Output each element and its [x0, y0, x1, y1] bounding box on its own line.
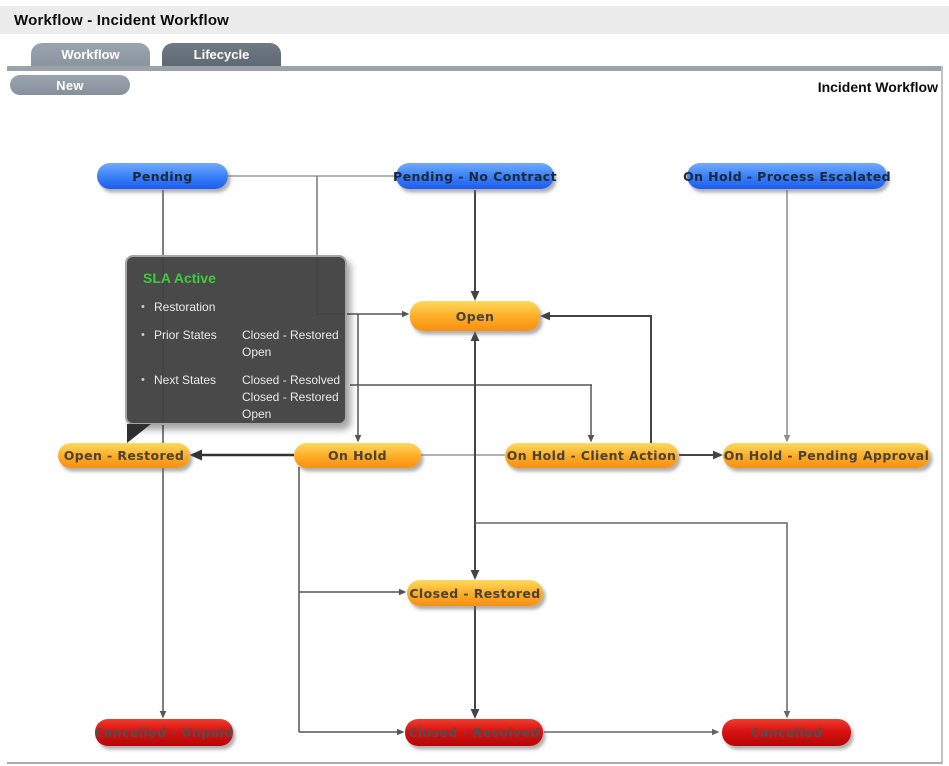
- page-title: Workflow - Incident Workflow: [14, 11, 230, 29]
- tooltip-row-label: Restoration: [154, 300, 216, 314]
- node-open-restored[interactable]: Open - Restored: [58, 443, 190, 468]
- node-pending[interactable]: Pending: [97, 163, 228, 189]
- tooltip-row-label: Prior States: [154, 328, 217, 342]
- bullet-icon: •: [141, 329, 145, 341]
- node-on-hold-client-action[interactable]: On Hold - Client Action: [505, 443, 678, 468]
- sla-tooltip-title: SLA Active: [143, 270, 216, 286]
- tooltip-row-label: Next States: [154, 373, 217, 387]
- tooltip-row-values: [242, 299, 333, 316]
- tabbar-divider: [7, 66, 941, 71]
- node-on-hold[interactable]: On Hold: [294, 443, 421, 468]
- node-open[interactable]: Open: [410, 301, 540, 331]
- sla-tooltip-pointer: [127, 424, 151, 443]
- content-bottom-border: [7, 762, 942, 764]
- node-pending-no-contract[interactable]: Pending - No Contract: [393, 163, 557, 189]
- context-title: Incident Workflow: [817, 79, 938, 95]
- tab-lifecycle[interactable]: Lifecycle: [162, 43, 281, 66]
- sla-tooltip-row: • Restoration: [141, 299, 333, 316]
- node-closed-resolved[interactable]: Closed - Resolved: [405, 719, 543, 746]
- bullet-icon: •: [141, 374, 145, 386]
- new-button[interactable]: New: [10, 75, 130, 95]
- bullet-icon: •: [141, 301, 145, 313]
- node-cancelled[interactable]: Cancelled: [722, 719, 851, 746]
- tab-workflow[interactable]: Workflow: [31, 43, 150, 66]
- node-on-hold-process-escalated[interactable]: On Hold - Process Escalated: [683, 163, 891, 189]
- node-cancelled-unpaid[interactable]: Cancelled - Unpaid: [94, 719, 233, 746]
- sla-tooltip-rows: • Restoration • Prior States Closed - Restor…: [141, 299, 340, 423]
- node-on-hold-pending-approval[interactable]: On Hold - Pending Approval: [723, 443, 930, 468]
- window-titlebar: Workflow - Incident Workflow: [0, 6, 949, 34]
- node-closed-restored[interactable]: Closed - Restored: [407, 580, 543, 606]
- content-right-border: [941, 66, 943, 764]
